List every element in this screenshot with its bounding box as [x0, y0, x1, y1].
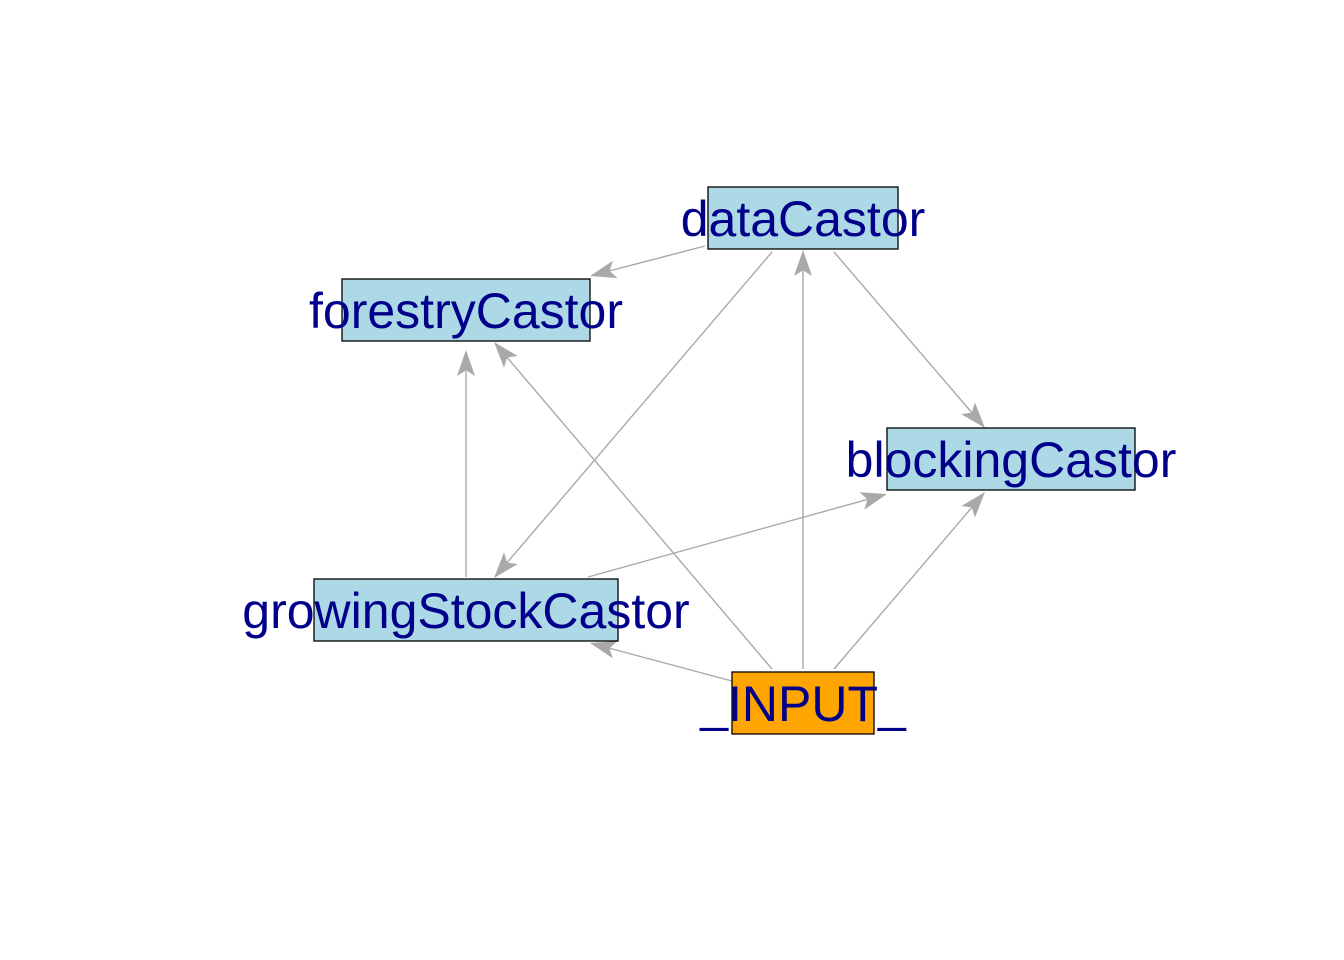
edge-dataCastor-to-forestryCastor-arrowhead [590, 260, 618, 279]
edge-INPUT-to-dataCastor [794, 250, 812, 669]
node-INPUT: _INPUT_ [699, 671, 907, 735]
node-dataCastor: dataCastor [681, 186, 926, 250]
node-box-forestryCastor [341, 278, 591, 342]
edge-INPUT-to-growingStockCastor-line [609, 647, 733, 682]
node-blockingCastor: blockingCastor [846, 427, 1177, 491]
edge-INPUT-to-dataCastor-arrowhead [794, 250, 812, 276]
edge-dataCastor-to-forestryCastor [590, 245, 706, 279]
edge-growingStockCastor-to-blockingCastor [587, 492, 887, 578]
node-box-INPUT [731, 671, 875, 735]
node-label-dataCastor: dataCastor [681, 191, 926, 247]
node-label-blockingCastor: blockingCastor [846, 432, 1177, 488]
node-box-dataCastor [707, 186, 899, 250]
edge-INPUT-to-blockingCastor [833, 492, 985, 670]
node-growingStockCastor: growingStockCastor [242, 578, 690, 642]
edge-dataCastor-to-blockingCastor [833, 251, 985, 428]
edge-dataCastor-to-growingStockCastor-arrowhead [494, 552, 518, 578]
edge-INPUT-to-blockingCastor-line [833, 506, 973, 670]
edge-INPUT-to-blockingCastor-arrowhead [961, 492, 985, 518]
edge-INPUT-to-forestryCastor-line [506, 356, 773, 670]
edge-growingStockCastor-to-blockingCastor-line [587, 498, 868, 578]
edge-dataCastor-to-growingStockCastor [494, 251, 773, 578]
edge-dataCastor-to-growingStockCastor-line [506, 251, 773, 564]
edges-layer [457, 245, 985, 682]
edge-growingStockCastor-to-forestryCastor [457, 350, 475, 577]
nodes-layer: dataCastor forestryCastor blockingCastor gr… [242, 186, 1177, 735]
edge-growingStockCastor-to-forestryCastor-arrowhead [457, 350, 475, 376]
edge-growingStockCastor-to-blockingCastor-arrowhead [859, 492, 887, 510]
edge-INPUT-to-forestryCastor-arrowhead [494, 342, 518, 368]
node-label-INPUT: _INPUT_ [699, 676, 907, 732]
node-label-forestryCastor: forestryCastor [309, 283, 623, 339]
node-label-growingStockCastor: growingStockCastor [242, 583, 689, 639]
edge-INPUT-to-growingStockCastor-arrowhead [590, 641, 618, 659]
edge-dataCastor-to-blockingCastor-arrowhead [961, 402, 985, 428]
edge-dataCastor-to-forestryCastor-line [609, 245, 706, 272]
node-forestryCastor: forestryCastor [309, 278, 623, 342]
edge-INPUT-to-forestryCastor [494, 342, 773, 670]
node-box-blockingCastor [886, 427, 1136, 491]
node-box-growingStockCastor [313, 578, 619, 642]
edge-INPUT-to-growingStockCastor [590, 641, 733, 682]
edge-dataCastor-to-blockingCastor-line [833, 251, 973, 414]
